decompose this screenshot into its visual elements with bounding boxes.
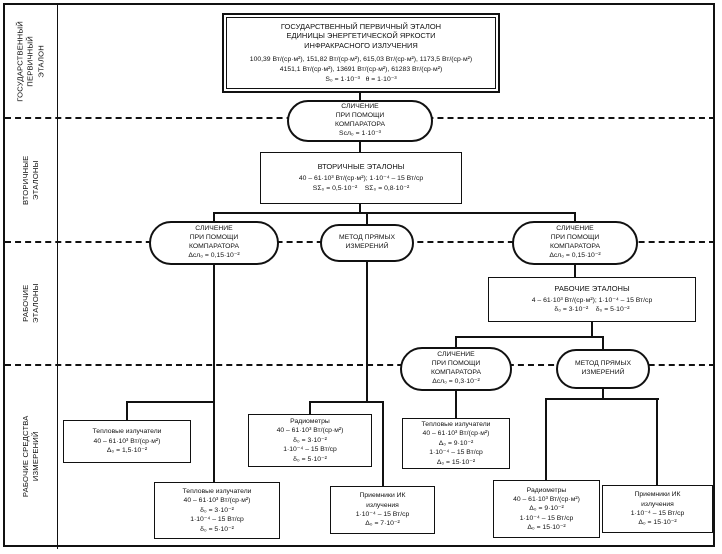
comparison-oval-left-label: СЛИЧЕНИЕ ПРИ ПОМОЩИ КОМПАРАТОРА Δсл₀ = 0… — [188, 225, 240, 259]
connector-line — [213, 212, 215, 222]
thermal-emitters-box-3-label: Тепловые излучатели 40 – 61·10³ Вт/(ср·м… — [182, 488, 252, 533]
tier-label-working-standards: РАБОЧИЕ ЭТАЛОНЫ — [5, 243, 57, 364]
comparison-oval-top-label: СЛИЧЕНИЕ ПРИ ПОМОЩИ КОМПАРАТОРА Sсл₀ = 1… — [334, 103, 386, 137]
radiometers-box-2: Радиометры 40 – 61·10³ Вт/(ср·м²) Δ₀ = 9… — [493, 480, 600, 538]
radiometers-box-1-label: Радиометры 40 – 61·10³ Вт/(ср·м²) δ₀ = 3… — [276, 418, 344, 463]
connector-line — [545, 398, 547, 481]
tier-label-text: ВТОРИЧНЫЕ ЭТАЛОНЫ — [20, 155, 40, 205]
thermal-emitters-box-1: Тепловые излучатели 40 – 61·10³ Вт/(ср·м… — [63, 420, 191, 463]
thermal-emitters-box-1-label: Тепловые излучатели 40 – 61·10³ Вт/(ср·м… — [92, 428, 162, 455]
connector-line — [574, 212, 576, 222]
primary-standard-values: 100,39 Вт/(ср·м²), 151,82 Вт/(ср·м²), 61… — [249, 55, 473, 83]
sidebar-divider — [57, 5, 58, 549]
connector-line — [309, 401, 311, 415]
tier-label-working-instruments: РАБОЧИЕ СРЕДСТВА ИЗМЕРЕНИЙ — [5, 366, 57, 547]
ik-receivers-box-1: Приемники ИК излучения 1·10⁻⁴ – 15 Вт/ср… — [330, 486, 435, 534]
primary-standard-title: ГОСУДАРСТВЕННЫЙ ПЕРВИЧНЫЙ ЭТАЛОН ЕДИНИЦЫ… — [280, 21, 442, 51]
tier-label-secondary: ВТОРИЧНЫЕ ЭТАЛОНЫ — [5, 119, 57, 241]
direct-method-oval-mid: МЕТОД ПРЯМЫХ ИЗМЕРЕНИЙ — [320, 224, 414, 262]
connector-line — [359, 92, 361, 102]
connector-line — [455, 336, 604, 338]
secondary-standards-title: ВТОРИЧНЫЕ ЭТАЛОНЫ — [317, 162, 405, 172]
connector-line — [213, 212, 576, 214]
connector-line — [656, 398, 658, 486]
working-standards-title: РАБОЧИЕ ЭТАЛОНЫ — [554, 283, 630, 293]
connector-line — [366, 260, 368, 403]
radiometers-box-1: Радиометры 40 – 61·10³ Вт/(ср·м²) δ₀ = 3… — [248, 414, 372, 467]
connector-line — [359, 140, 361, 153]
thermal-emitters-box-2-label: Тепловые излучатели 40 – 61·10³ Вт/(ср·м… — [421, 421, 491, 466]
comparison-oval-left: СЛИЧЕНИЕ ПРИ ПОМОЩИ КОМПАРАТОРА Δсл₀ = 0… — [149, 221, 279, 265]
tier-label-text: РАБОЧИЕ СРЕДСТВА ИЗМЕРЕНИЙ — [20, 415, 40, 498]
working-standards-values: 4 – 61·10³ Вт/(ср·м²); 1·10⁻⁴ – 15 Вт/ср… — [531, 296, 653, 314]
direct-method-oval-lower-label: МЕТОД ПРЯМЫХ ИЗМЕРЕНИЙ — [574, 360, 632, 376]
comparison-oval-top: СЛИЧЕНИЕ ПРИ ПОМОЩИ КОМПАРАТОРА Sсл₀ = 1… — [287, 100, 433, 142]
ik-receivers-box-2-label: Приемники ИК излучения 1·10⁻⁴ – 15 Вт/ср… — [630, 491, 685, 527]
connector-line — [213, 263, 215, 484]
comparison-oval-lower-label: СЛИЧЕНИЕ ПРИ ПОМОЩИ КОМПАРАТОРА Δсл₀ = 0… — [430, 351, 482, 385]
direct-method-oval-mid-label: МЕТОД ПРЯМЫХ ИЗМЕРЕНИЙ — [338, 234, 396, 250]
connector-line — [545, 398, 659, 400]
connector-line — [574, 263, 576, 278]
thermal-emitters-box-2: Тепловые излучатели 40 – 61·10³ Вт/(ср·м… — [402, 418, 510, 469]
radiometers-box-2-label: Радиометры 40 – 61·10³ Вт/(ср·м²) Δ₀ = 9… — [513, 486, 580, 532]
ik-receivers-box-1-label: Приемники ИК излучения 1·10⁻⁴ – 15 Вт/ср… — [355, 492, 410, 528]
connector-line — [455, 336, 457, 348]
connector-line — [382, 401, 384, 487]
connector-line — [126, 401, 128, 421]
tier-label-primary: ГОСУДАРСТВЕННЫЙ ПЕРВИЧНЫЙ ЭТАЛОН — [5, 5, 57, 117]
connector-line — [455, 389, 457, 419]
connector-line — [366, 212, 368, 225]
ik-receivers-box-2: Приемники ИК излучения 1·10⁻⁴ – 15 Вт/ср… — [602, 485, 713, 533]
secondary-standards-box: ВТОРИЧНЫЕ ЭТАЛОНЫ 40 – 61·10³ Вт/(ср·м²)… — [260, 152, 462, 204]
connector-line — [309, 401, 384, 403]
comparison-oval-right-label: СЛИЧЕНИЕ ПРИ ПОМОЩИ КОМПАРАТОРА Δсл₀ = 0… — [549, 225, 601, 259]
connector-line — [602, 387, 604, 400]
direct-method-oval-lower: МЕТОД ПРЯМЫХ ИЗМЕРЕНИЙ — [556, 349, 650, 389]
thermal-emitters-box-3: Тепловые излучатели 40 – 61·10³ Вт/(ср·м… — [154, 482, 280, 539]
comparison-oval-lower: СЛИЧЕНИЕ ПРИ ПОМОЩИ КОМПАРАТОРА Δсл₀ = 0… — [400, 347, 512, 391]
primary-standard-box: ГОСУДАРСТВЕННЫЙ ПЕРВИЧНЫЙ ЭТАЛОН ЕДИНИЦЫ… — [222, 13, 500, 93]
connector-line — [126, 401, 215, 403]
outer-frame — [3, 3, 715, 547]
secondary-standards-values: 40 – 61·10³ Вт/(ср·м²); 1·10⁻⁴ – 15 Вт/с… — [298, 175, 424, 192]
tier-label-text: РАБОЧИЕ ЭТАЛОНЫ — [20, 283, 40, 324]
connector-line — [591, 321, 593, 338]
connector-line — [359, 203, 361, 214]
tier-divider-3 — [5, 364, 715, 366]
connector-line — [602, 336, 604, 350]
comparison-oval-right: СЛИЧЕНИЕ ПРИ ПОМОЩИ КОМПАРАТОРА Δсл₀ = 0… — [512, 221, 638, 265]
working-standards-box: РАБОЧИЕ ЭТАЛОНЫ 4 – 61·10³ Вт/(ср·м²); 1… — [488, 277, 696, 322]
